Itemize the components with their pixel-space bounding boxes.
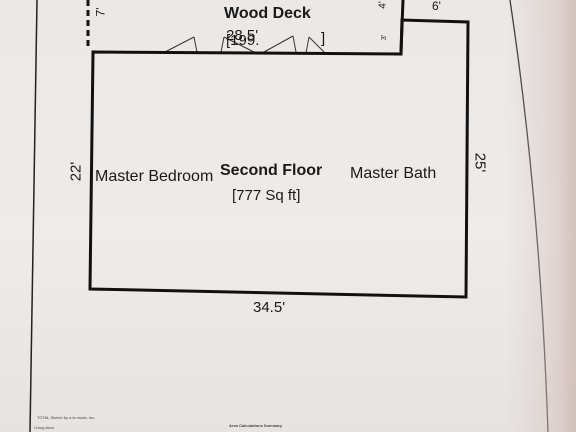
- door-swing-3-b: [292, 35, 297, 53]
- door-swing-3: [263, 35, 294, 53]
- deck-inner-dim: 3': [381, 34, 389, 41]
- software-note: TOTAL Sketch by a la mode, inc.: [37, 415, 96, 420]
- door-swing-2-b: [223, 36, 255, 53]
- left-wall-dim: 22': [67, 161, 85, 182]
- deck-side-right-dim: 4': [377, 1, 389, 9]
- deck-side-left-dim: 7': [93, 7, 108, 17]
- second-floor-outline: [88, 18, 470, 299]
- room-master-bedroom: Master Bedroom: [95, 168, 214, 185]
- area-summary-title: Area Calculations Summary: [229, 423, 283, 428]
- photo-shadow: [506, 0, 576, 432]
- door-swing-1-b: [193, 36, 198, 53]
- door-swing-4: [305, 36, 310, 54]
- door-swing-4-b: [308, 36, 326, 54]
- deck-area-close: ]: [321, 30, 326, 47]
- deck-area-label: [199.: [226, 32, 260, 49]
- deck-width-dim: 28.5': [226, 27, 259, 44]
- door-swing-2: [220, 36, 225, 53]
- room-master-bath: Master Bath: [350, 165, 437, 182]
- floor-area: [777 Sq ft]: [232, 187, 301, 204]
- floor-title: Second Floor: [220, 162, 323, 179]
- door-swing-1: [164, 36, 195, 53]
- bottom-wall-dim: 34.5': [253, 299, 286, 316]
- deck-title: Wood Deck: [224, 5, 311, 22]
- offset-dim: 6': [432, 0, 441, 13]
- living-area-label: Living Area: [34, 425, 54, 430]
- page-border-left: [29, 0, 38, 432]
- right-wall-dim: 25': [471, 152, 489, 173]
